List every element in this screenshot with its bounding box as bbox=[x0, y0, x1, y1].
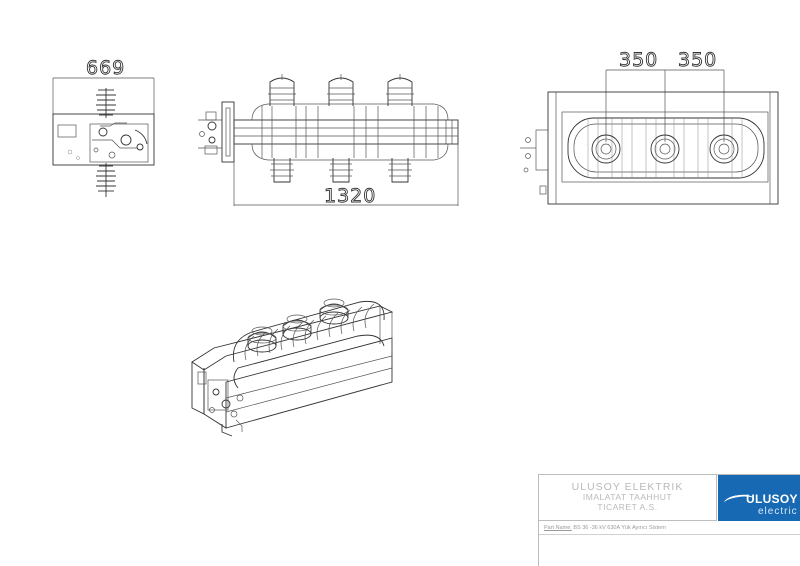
dim-total-length: 1320 bbox=[324, 185, 376, 207]
company-line-2: IMALATAT TAAHHUT bbox=[582, 492, 673, 502]
company-line-1: ULUSOY ELEKTRIK bbox=[571, 481, 684, 493]
isometric-view bbox=[191, 298, 394, 437]
top-ribs bbox=[587, 118, 743, 178]
top-insulator-1 bbox=[591, 134, 621, 164]
side-top-insulator bbox=[96, 88, 116, 118]
top-mechanism bbox=[520, 129, 549, 195]
front-top-insulator-1 bbox=[268, 74, 296, 106]
front-mechanism bbox=[198, 111, 222, 155]
front-ribs bbox=[261, 106, 439, 158]
front-top-insulator-2 bbox=[327, 74, 355, 106]
dim-spacing-left: 350 bbox=[619, 49, 658, 71]
top-view: 350 350 bbox=[520, 49, 779, 205]
iso-insulator-2 bbox=[282, 314, 312, 341]
side-mechanism bbox=[67, 122, 149, 163]
logo-name: ULUSOY bbox=[746, 492, 798, 506]
iso-insulator-3 bbox=[319, 298, 349, 325]
part-name-row: Part Name: BS 36 -36 kV 630A Yük Ayırıcı… bbox=[539, 522, 800, 535]
iso-mechanism bbox=[197, 371, 244, 437]
front-bottom-insulator-3 bbox=[388, 158, 412, 183]
dim-side-width: 669 bbox=[86, 57, 125, 79]
dim-spacing-right: 350 bbox=[678, 49, 717, 71]
front-view: 1320 bbox=[198, 74, 459, 207]
part-name-value: BS 36 -36 kV 630A Yük Ayırıcı Sistem bbox=[571, 525, 666, 531]
top-insulator-3 bbox=[709, 134, 739, 164]
company-name: ULUSOY ELEKTRIK IMALATAT TAAHHUT TICARET… bbox=[539, 475, 717, 521]
front-bottom-insulator-2 bbox=[329, 158, 353, 183]
title-block: ULUSOY ELEKTRIK IMALATAT TAAHHUT TICARET… bbox=[538, 474, 800, 566]
top-insulator-2 bbox=[650, 134, 680, 164]
front-top-insulator-3 bbox=[386, 74, 414, 106]
company-line-3: TICARET A.S. bbox=[597, 502, 658, 512]
front-bottom-insulator-1 bbox=[270, 158, 294, 183]
side-view: 669 bbox=[52, 57, 155, 197]
logo-subtitle: electric bbox=[758, 506, 798, 517]
ulusoy-logo: ULUSOY electric bbox=[718, 475, 800, 521]
part-name-label: Part Name: bbox=[544, 525, 572, 531]
iso-insulator-1 bbox=[247, 326, 277, 353]
side-bottom-insulator bbox=[96, 163, 116, 197]
